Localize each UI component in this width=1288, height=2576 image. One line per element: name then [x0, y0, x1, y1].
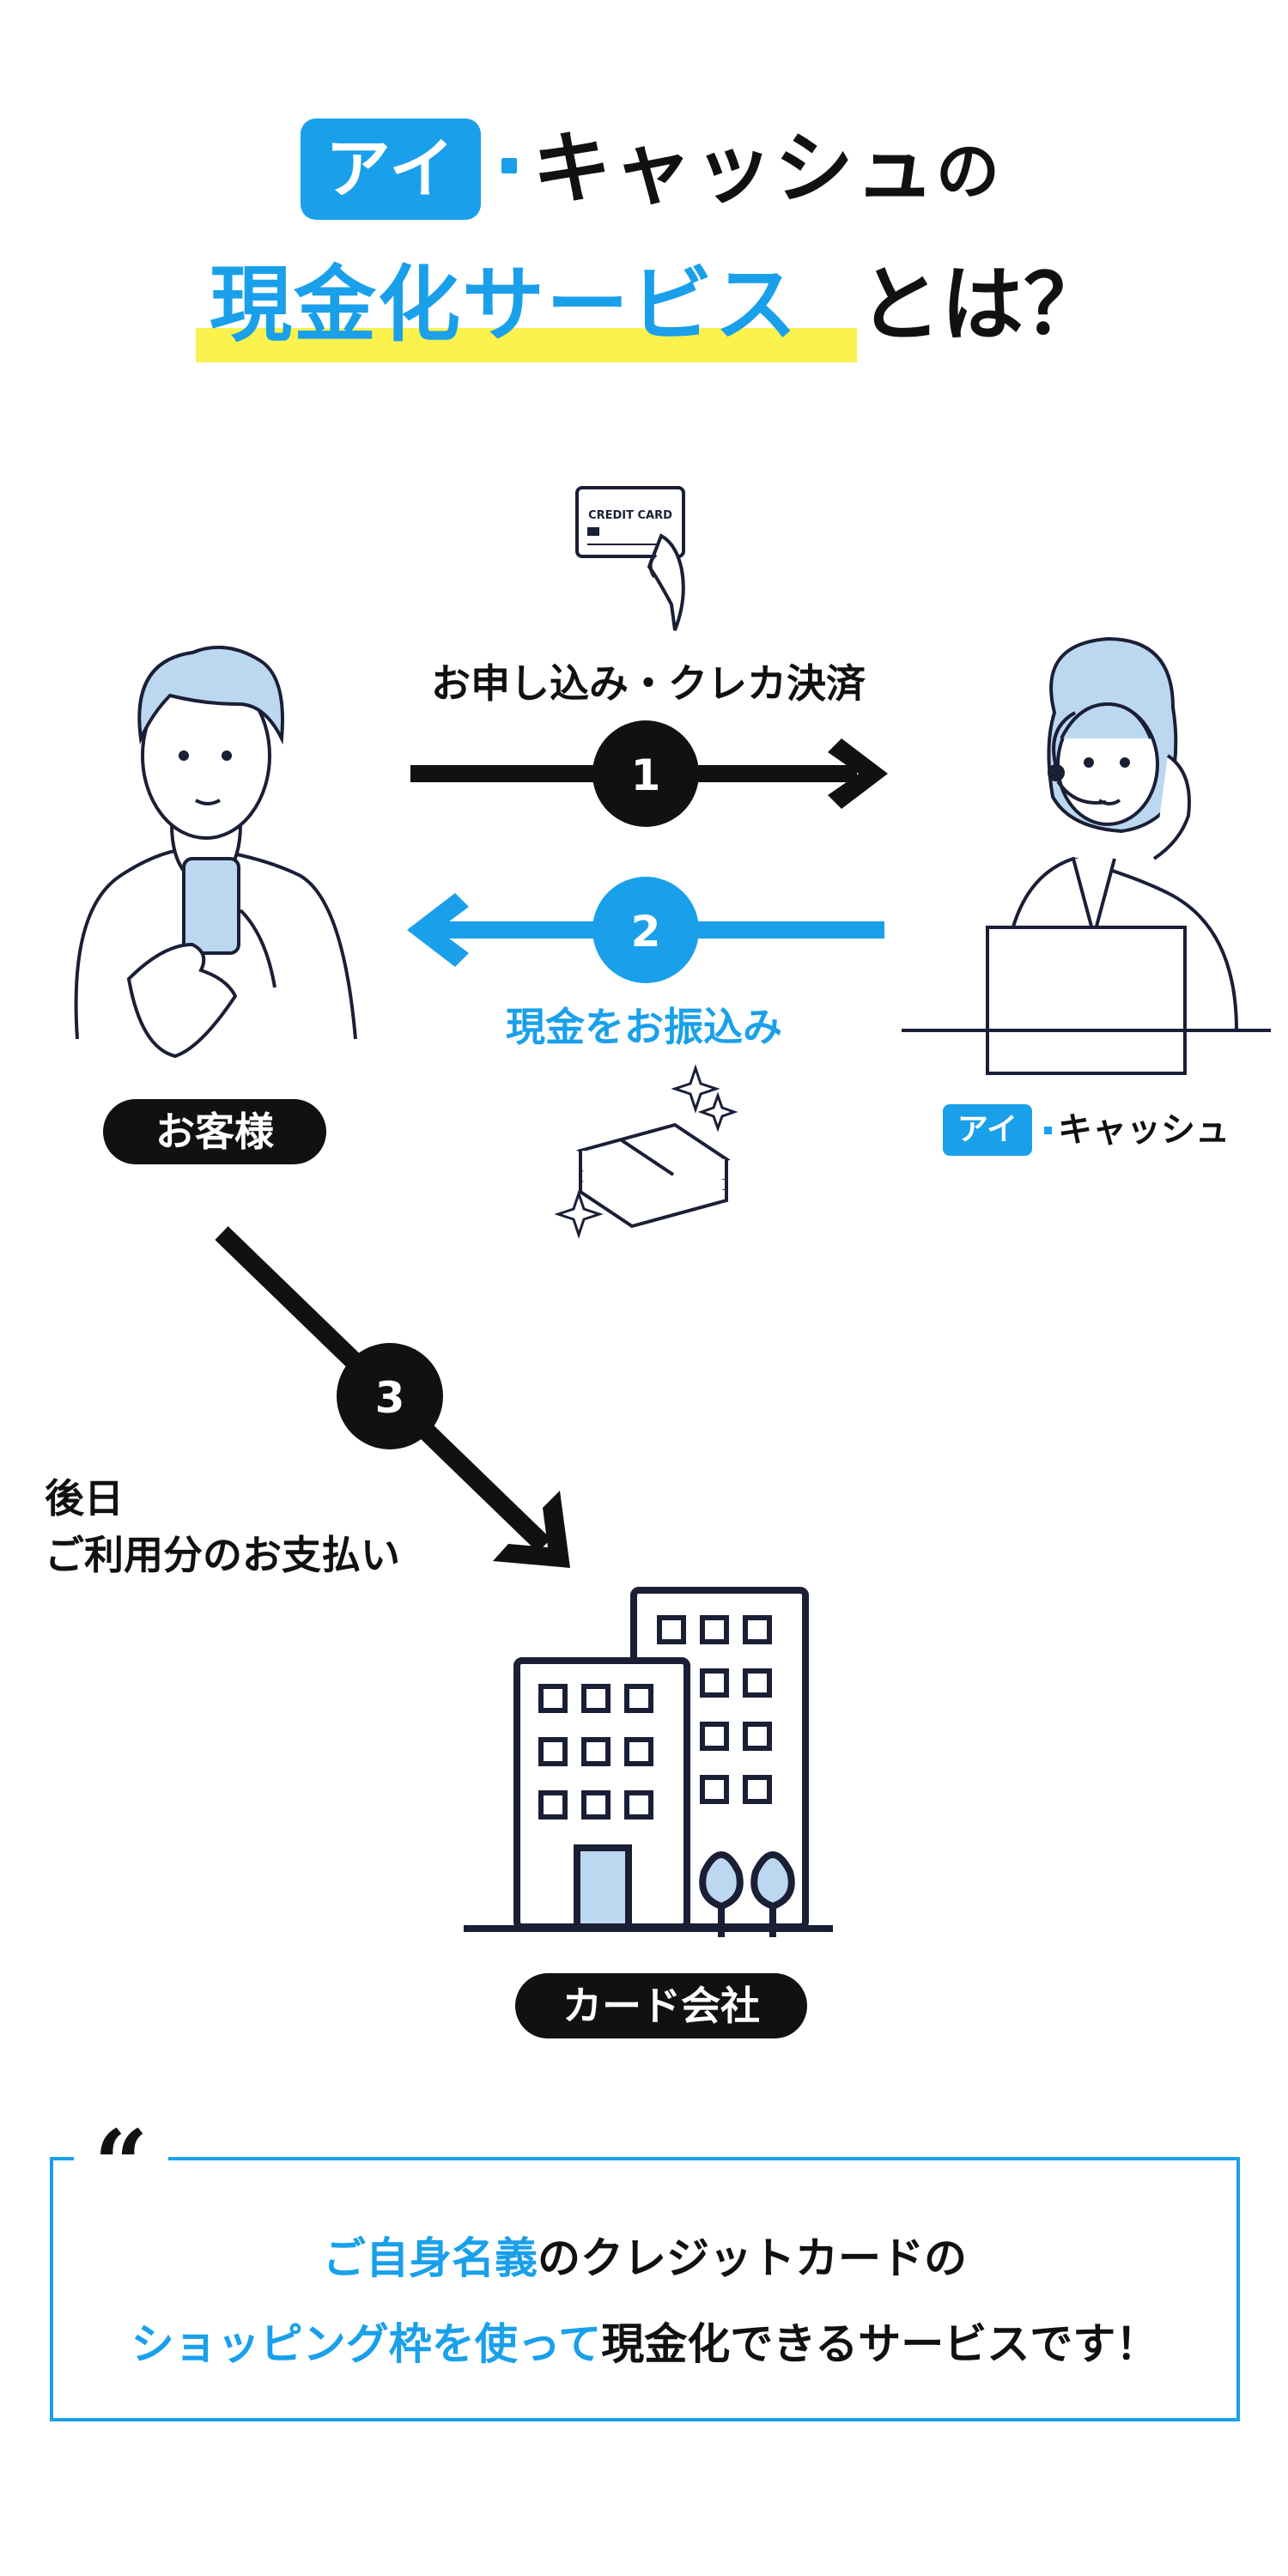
arrow-step-3: 3 [215, 1226, 570, 1568]
step-2-number: 2 [631, 907, 661, 957]
summary-line-1-text: のクレジットカードの [538, 2233, 967, 2283]
customer-illustration [74, 645, 357, 1059]
credit-card-label: CREDIT CARD [588, 509, 672, 522]
summary-line-1: ご自身名義のクレジットカードの [50, 2224, 1240, 2286]
cash-bundle-icon [576, 1122, 731, 1229]
brand-dot-icon [501, 158, 517, 173]
step-1-number: 1 [631, 750, 661, 800]
brand-logo-pill: アイ [301, 118, 481, 220]
summary-line-2-text: 現金化できるサービスです！ [601, 2319, 1159, 2369]
card-company-label: カード会社 [515, 1973, 807, 2038]
summary-line-2-highlight: ショッピング枠を使って [131, 2319, 602, 2369]
step-3-label: 後日 ご利用分のお支払い [45, 1470, 400, 1583]
arrow-step-2: 2 [407, 877, 884, 983]
step-3-label-line-1: 後日 [45, 1475, 124, 1522]
step-1-label: お申し込み・クレカ決済 [431, 660, 866, 707]
company-logo-pill: アイ [943, 1104, 1032, 1156]
quote-mark-icon: “ [74, 2109, 168, 2220]
company-logo: アイ キャッシュ [943, 1104, 1235, 1161]
step-2-label: 現金をお振込み [506, 1004, 782, 1050]
company-logo-name: キャッシュ [1058, 1110, 1230, 1150]
summary-line-1-highlight: ご自身名義 [323, 2233, 538, 2283]
step-3-number: 3 [375, 1373, 405, 1423]
customer-label: お客様 [103, 1099, 326, 1164]
title-main-blue: 現金化サービス [210, 257, 799, 353]
sparkle-icon [554, 1064, 738, 1239]
title-main-black: とは？ [859, 257, 1106, 353]
company-logo-dot-icon [1044, 1127, 1052, 1134]
title-particle: の [936, 135, 999, 209]
credit-card-icon: CREDIT CARD [575, 486, 685, 631]
brand-name: キャッシュ [532, 123, 937, 215]
summary-line-2: ショッピング枠を使って現金化できるサービスです！ [50, 2310, 1240, 2372]
operator-illustration [902, 636, 1271, 1075]
flow-illustration: CREDIT CARD [74, 486, 1271, 1937]
building-icon [464, 1587, 833, 1937]
step-3-label-line-2: ご利用分のお支払い [45, 1532, 400, 1578]
summary-box [50, 2157, 1240, 2421]
title-highlight [196, 328, 857, 362]
title-row-1: アイ キャッシュ の [0, 110, 1288, 230]
arrow-step-1: 1 [410, 720, 888, 827]
title-row-2: 現金化サービス とは？ [0, 249, 1288, 378]
